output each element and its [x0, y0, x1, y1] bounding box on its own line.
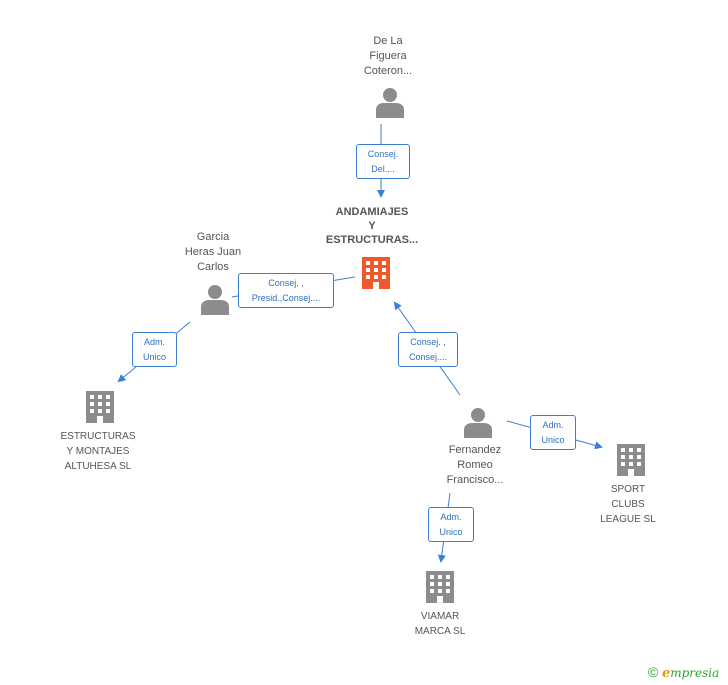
node-label-garcia[interactable]: Garcia Heras Juan Carlos — [184, 231, 242, 273]
node-label-sport-clubs[interactable]: SPORT CLUBS LEAGUE SL — [600, 484, 656, 525]
person-icon-delafiguera[interactable] — [376, 88, 404, 118]
person-icon-fernandez[interactable] — [464, 408, 492, 438]
building-icon-viamar[interactable] — [426, 571, 454, 603]
building-icon-estructuras-altuhesa[interactable] — [86, 391, 114, 423]
relation-box-delafiguera-andamiajes[interactable]: Consej. Del.... — [356, 144, 410, 179]
relation-box-garcia-andamiajes[interactable]: Consej. , Presid.,Consej.... — [238, 273, 334, 308]
node-label-delafiguera[interactable]: De La Figuera Coteron... — [363, 35, 413, 77]
building-icon-andamiajes[interactable] — [362, 257, 390, 289]
relation-box-garcia-estructuras[interactable]: Adm. Unico — [132, 332, 177, 367]
node-label-fernandez[interactable]: Fernandez Romeo Francisco... — [446, 444, 504, 486]
relation-box-fernandez-sport[interactable]: Adm. Unico — [530, 415, 576, 450]
building-icon-sport-clubs[interactable] — [617, 444, 645, 476]
brand-logo: empresia — [661, 666, 720, 681]
footer-brand: © empresia — [648, 664, 719, 681]
copyright-icon: © — [648, 664, 659, 680]
relation-box-fernandez-viamar[interactable]: Adm. Unico — [428, 507, 474, 542]
person-icon-garcia[interactable] — [201, 285, 229, 315]
node-label-estructuras-altuhesa[interactable]: ESTRUCTURAS Y MONTAJES ALTUHESA SL — [60, 431, 136, 472]
node-label-viamar[interactable]: VIAMAR MARCA SL — [414, 611, 466, 637]
relation-box-fernandez-andamiajes[interactable]: Consej. , Consej.... — [398, 332, 458, 367]
node-label-andamiajes[interactable]: ANDAMIAJES Y ESTRUCTURAS... — [325, 206, 419, 246]
